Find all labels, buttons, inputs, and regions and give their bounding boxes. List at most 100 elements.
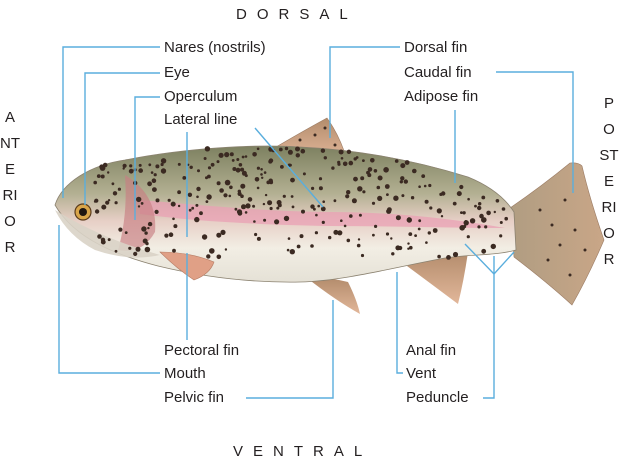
body-spot: [411, 196, 414, 199]
label-pelvic-fin: Pelvic fin: [164, 389, 224, 406]
body-spot: [347, 150, 351, 154]
body-spot: [178, 163, 181, 166]
body-spot: [354, 157, 357, 160]
body-spot: [230, 152, 234, 156]
body-spot: [357, 186, 362, 191]
body-spot: [204, 157, 207, 160]
fin-spot: [547, 259, 550, 262]
body-spot: [220, 230, 225, 235]
body-spot: [345, 194, 349, 198]
label-caudal-fin: Caudal fin: [404, 64, 472, 81]
body-spot: [265, 194, 267, 196]
body-spot: [155, 210, 159, 214]
body-spot: [196, 187, 200, 191]
body-spot: [248, 197, 253, 202]
body-spot: [279, 148, 283, 152]
body-spot: [481, 249, 486, 254]
body-spot: [168, 199, 171, 202]
body-spot: [400, 180, 403, 183]
body-spot: [349, 214, 353, 218]
body-spot: [97, 234, 102, 239]
body-spot: [99, 164, 104, 169]
body-spot: [407, 248, 409, 250]
orientation-posterior: POSTERIOR: [599, 91, 619, 273]
body-spot: [424, 185, 427, 188]
body-spot: [467, 235, 470, 238]
body-spot: [236, 168, 241, 173]
body-spot: [211, 163, 215, 167]
body-spot: [441, 191, 445, 195]
body-spot: [252, 152, 257, 157]
leader-pelvic-fin: [246, 300, 333, 398]
body-spot: [245, 203, 250, 208]
body-spot: [276, 207, 279, 210]
body-spot: [504, 217, 508, 221]
body-spot: [404, 179, 408, 183]
body-spot: [405, 160, 410, 165]
body-spot: [260, 168, 263, 171]
body-spot: [225, 180, 231, 186]
body-spot: [195, 204, 198, 207]
body-spot: [115, 250, 118, 253]
body-spot: [232, 159, 235, 162]
body-spot: [245, 211, 248, 214]
body-spot: [173, 224, 177, 228]
body-spot: [377, 196, 382, 201]
body-spot: [254, 233, 257, 236]
body-spot: [311, 187, 314, 190]
body-spot: [206, 194, 211, 199]
body-spot: [270, 207, 273, 210]
body-spot: [141, 202, 144, 205]
fin-spot: [564, 199, 567, 202]
body-spot: [267, 200, 272, 205]
body-spot: [315, 214, 318, 217]
body-spot: [138, 168, 143, 173]
fin-spot: [314, 134, 317, 137]
label-pectoral-fin: Pectoral fin: [164, 342, 239, 359]
body-spot: [331, 166, 334, 169]
body-spot: [481, 217, 487, 223]
body-spot: [217, 254, 222, 259]
body-spot: [141, 226, 146, 231]
body-spot: [467, 198, 470, 201]
body-spot: [225, 248, 227, 250]
body-spot: [156, 198, 160, 202]
body-spot: [151, 171, 154, 174]
body-spot: [486, 211, 491, 216]
body-spot: [395, 159, 399, 163]
body-spot: [147, 227, 149, 229]
body-spot: [360, 176, 364, 180]
orientation-anterior: ANTERIOR: [0, 105, 20, 261]
body-spot: [433, 228, 438, 233]
body-spot: [136, 247, 141, 252]
label-anal-fin: Anal fin: [406, 342, 456, 359]
body-spot: [129, 169, 134, 174]
body-spot: [236, 158, 239, 161]
body-spot: [191, 207, 194, 210]
body-spot: [372, 202, 375, 205]
body-spot: [398, 246, 402, 250]
body-spot: [257, 148, 260, 151]
body-spot: [209, 248, 215, 254]
body-spot: [297, 245, 301, 249]
body-spot: [353, 177, 358, 182]
body-spot: [374, 169, 378, 173]
body-spot: [172, 249, 176, 253]
body-spot: [500, 221, 503, 224]
body-spot: [333, 230, 338, 235]
fin-spot: [299, 139, 302, 142]
body-spot: [161, 158, 166, 163]
body-spot: [400, 163, 405, 168]
body-spot: [199, 211, 203, 215]
body-spot: [239, 163, 243, 167]
body-spot: [107, 171, 109, 173]
body-spot: [310, 204, 314, 208]
pupil-shape: [79, 208, 87, 216]
body-spot: [223, 193, 227, 197]
body-spot: [418, 228, 421, 231]
body-spot: [138, 205, 140, 207]
body-spot: [245, 174, 248, 177]
body-spot: [322, 200, 325, 203]
body-spot: [161, 163, 164, 166]
